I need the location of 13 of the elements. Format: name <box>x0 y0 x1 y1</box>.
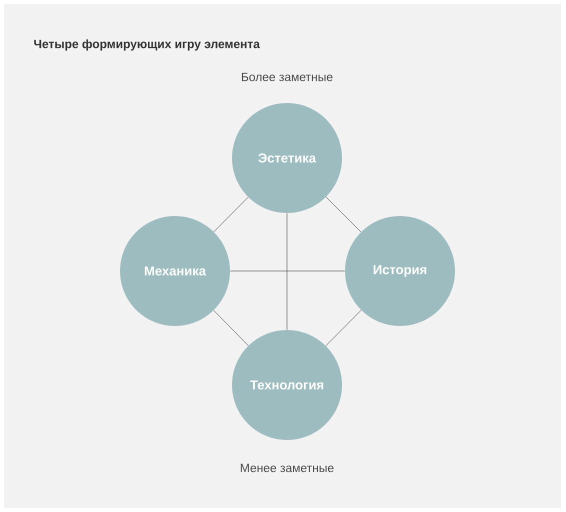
circle-node: История <box>345 216 455 326</box>
caption-text: Более заметные <box>242 72 332 82</box>
connector-line <box>326 310 362 346</box>
circle-node: Механика <box>120 216 230 326</box>
caption-text: Менее заметные <box>240 464 334 472</box>
title: Четыре формирующих игру элемента <box>34 39 260 51</box>
connector-line <box>214 196 248 232</box>
connector-line <box>326 196 362 232</box>
connector-line <box>230 270 346 272</box>
connector-line <box>213 310 249 346</box>
connector-line <box>286 212 288 330</box>
circle-node: Эстетика <box>232 103 342 213</box>
circle-node: Технология <box>232 330 342 440</box>
